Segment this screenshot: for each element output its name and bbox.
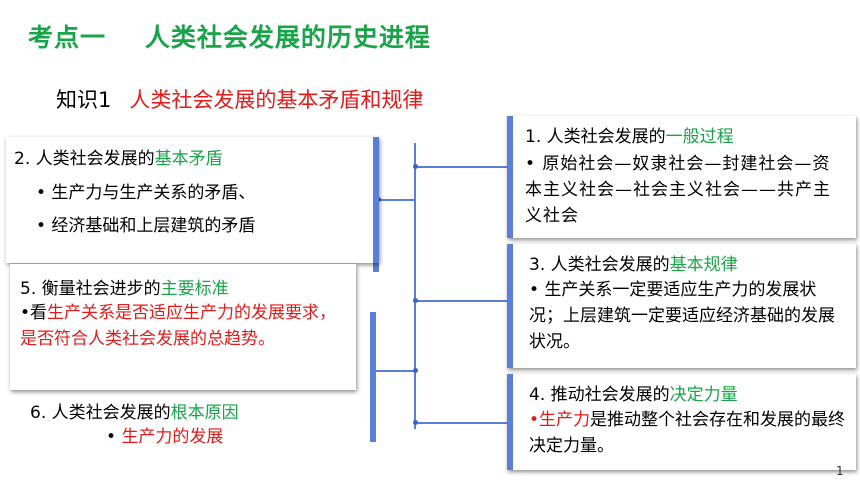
box-title-prefix: 4. 推动社会发展的 bbox=[529, 385, 670, 405]
box-text: •看生产关系是否适应生产力的发展要求，是否符合人类社会发展的总趋势。 bbox=[20, 300, 346, 352]
box-decisive-force: 4. 推动社会发展的决定力量 •生产力是推动整个社会存在和发展的最终决定力量。 bbox=[507, 374, 856, 470]
page-number: 1 bbox=[836, 464, 844, 478]
bullet: • bbox=[20, 303, 31, 323]
box-text: •生产力是推动整个社会存在和发展的最终决定力量。 bbox=[529, 407, 848, 459]
branch-box4 bbox=[415, 422, 507, 424]
knowledge-number: 知识1 bbox=[56, 88, 112, 112]
box-title-highlight: 决定力量 bbox=[669, 385, 738, 405]
box-title-highlight: 一般过程 bbox=[665, 127, 734, 147]
box-title-highlight: 基本矛盾 bbox=[154, 149, 223, 169]
text-suffix: 是推动整个社会存在和发展的最终决定力量。 bbox=[529, 410, 846, 456]
junction-dot bbox=[413, 164, 418, 169]
box-general-process: 1. 人类社会发展的一般过程 • 原始社会—奴隶社会—封建社会—资本主义社会—社… bbox=[507, 116, 856, 238]
box-title-prefix: 6. 人类社会发展的 bbox=[30, 403, 171, 423]
branch-box5 bbox=[375, 370, 415, 372]
box-basic-contradiction: 2. 人类社会发展的基本矛盾 • 生产力与生产关系的矛盾、 • 经济基础和上层建… bbox=[6, 137, 379, 263]
box-title: 5. 衡量社会进步的主要标准 bbox=[20, 274, 346, 299]
box-title-prefix: 5. 衡量社会进步的 bbox=[20, 279, 161, 299]
text-highlight: 生产力 bbox=[539, 410, 591, 430]
branch-box2 bbox=[378, 199, 416, 201]
box-title: 4. 推动社会发展的决定力量 bbox=[529, 380, 848, 405]
box-title-highlight: 主要标准 bbox=[160, 279, 229, 299]
list-item: • 生产力与生产关系的矛盾、 bbox=[36, 183, 256, 203]
box-title: 2. 人类社会发展的基本矛盾 bbox=[14, 144, 363, 169]
box-text: • 原始社会—奴隶社会—封建社会—资本主义社会—社会主义社会——共产主义社会 bbox=[525, 154, 831, 226]
box-main-standard: 5. 衡量社会进步的主要标准 •看生产关系是否适应生产力的发展要求，是否符合人类… bbox=[10, 264, 356, 390]
box-title: 3. 人类社会发展的基本规律 bbox=[529, 250, 848, 275]
box-title: 6. 人类社会发展的根本原因 bbox=[30, 398, 360, 423]
box-fundamental-cause: 6. 人类社会发展的根本原因 • 生产力的发展 bbox=[30, 398, 360, 450]
bullet: • bbox=[106, 427, 117, 447]
branch-box3 bbox=[415, 300, 507, 302]
text-highlight: 生产关系是否适应生产力的发展要求，是否符合人类社会发展的总趋势。 bbox=[20, 303, 337, 349]
box-title-prefix: 1. 人类社会发展的 bbox=[525, 127, 666, 147]
box-title-highlight: 根本原因 bbox=[170, 403, 239, 423]
box-text: • 生产力的发展 bbox=[30, 424, 360, 450]
page-title: 考点一 人类社会发展的历史进程 bbox=[28, 23, 431, 52]
text-highlight: 生产力的发展 bbox=[121, 427, 224, 447]
knowledge-heading: 知识1 人类社会发展的基本矛盾和规律 bbox=[56, 84, 423, 114]
bullet: • bbox=[529, 410, 540, 430]
box-text: • 生产关系一定要适应生产力的发展状况；上层建筑一定要适应经济基础的发展状况。 bbox=[529, 280, 835, 352]
junction-dot bbox=[413, 420, 418, 425]
box-title-prefix: 2. 人类社会发展的 bbox=[14, 149, 155, 169]
box-text: • 生产力与生产关系的矛盾、 • 经济基础和上层建筑的矛盾 bbox=[14, 177, 363, 243]
left-connector-bar-lower bbox=[370, 312, 376, 442]
box-basic-law: 3. 人类社会发展的基本规律 • 生产关系一定要适应生产力的发展状况；上层建筑一… bbox=[507, 244, 856, 368]
knowledge-title: 人类社会发展的基本矛盾和规律 bbox=[129, 88, 424, 112]
box-title-prefix: 3. 人类社会发展的 bbox=[529, 255, 670, 275]
box-title: 1. 人类社会发展的一般过程 bbox=[525, 122, 848, 147]
trunk-line bbox=[414, 143, 416, 429]
text-prefix: 看 bbox=[30, 303, 48, 323]
junction-dot bbox=[413, 298, 418, 303]
box-title-highlight: 基本规律 bbox=[669, 255, 738, 275]
junction-dot bbox=[413, 368, 418, 373]
list-item: • 经济基础和上层建筑的矛盾 bbox=[36, 216, 256, 236]
branch-box1 bbox=[415, 166, 507, 168]
